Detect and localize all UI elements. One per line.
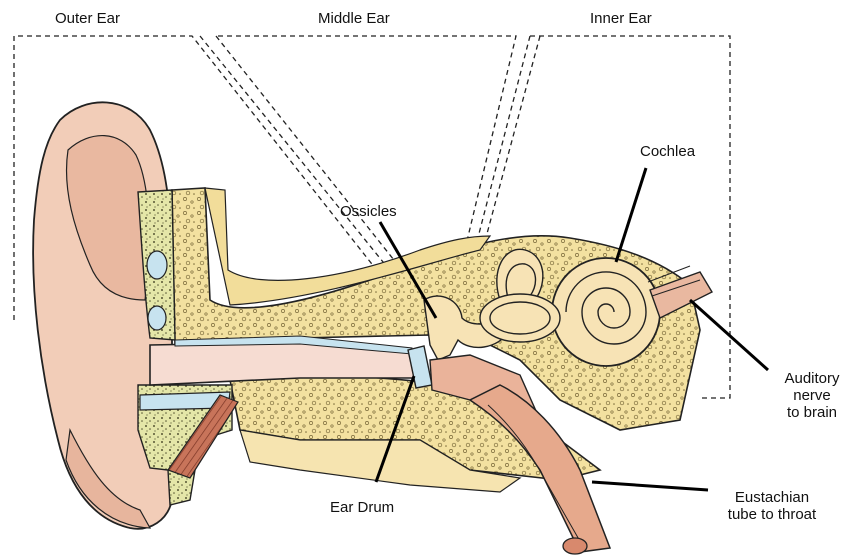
auditory-nerve-line-3: to brain <box>772 404 852 421</box>
auditory-nerve-pointer <box>690 300 768 370</box>
eustachian-tube-end <box>563 538 587 554</box>
eustachian-tube-label: Eustachian tube to throat <box>712 489 832 523</box>
cochlea-pointer <box>616 168 646 262</box>
inner-ear-label: Inner Ear <box>590 10 652 27</box>
fluid-pocket-2 <box>148 306 166 330</box>
auditory-nerve-line-1: Auditory <box>772 370 852 387</box>
eustachian-tube-line-2: tube to throat <box>712 506 832 523</box>
ear-drum-label: Ear Drum <box>330 499 394 516</box>
middle-ear-label: Middle Ear <box>318 10 390 27</box>
auditory-nerve-line-2: nerve <box>772 387 852 404</box>
fluid-pocket-1 <box>147 251 167 279</box>
eustachian-tube-line-1: Eustachian <box>712 489 832 506</box>
ossicles-label: Ossicles <box>340 203 397 220</box>
cochlea-label: Cochlea <box>640 143 695 160</box>
eustachian-pointer <box>592 482 708 490</box>
cochlea-shape <box>552 258 660 366</box>
outer-ear-label: Outer Ear <box>55 10 120 27</box>
auditory-nerve-label: Auditory nerve to brain <box>772 370 852 421</box>
